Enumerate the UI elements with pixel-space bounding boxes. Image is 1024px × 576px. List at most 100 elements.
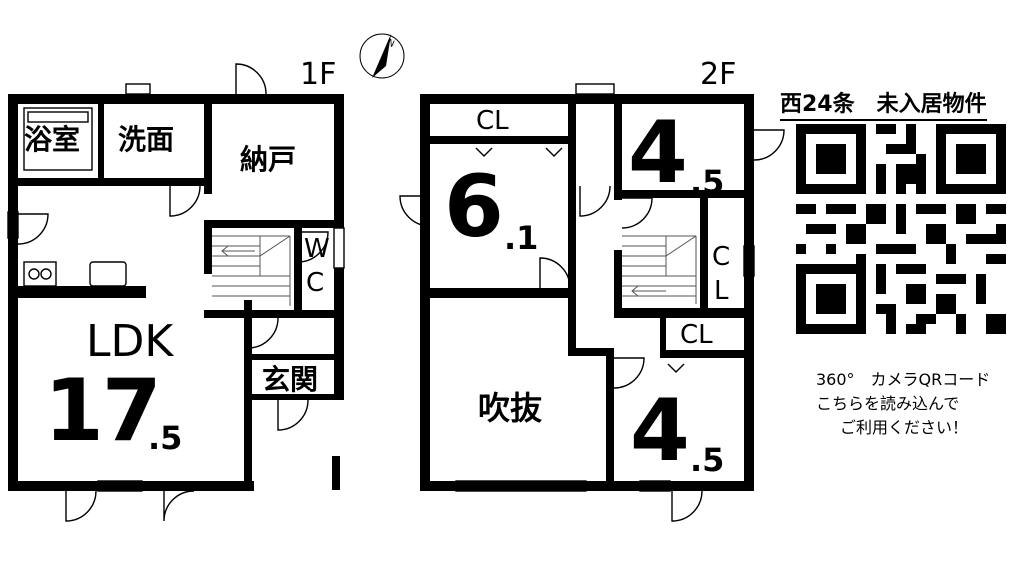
window-1f-left <box>7 211 19 239</box>
qr-data-modules <box>796 124 1006 334</box>
wall-2f-bottom <box>420 481 754 491</box>
ldk-size-integer: 17 <box>44 361 162 461</box>
wall-1f-storage-bottom <box>204 220 340 228</box>
bathtub-rim <box>27 111 89 123</box>
wall-1f-stair-left <box>204 228 212 274</box>
bedroom1-size-integer: 6 <box>444 157 504 257</box>
wall-2f-bedroom2-left <box>614 104 622 200</box>
door-1f-storage <box>235 63 267 95</box>
wall-2f-bedroom1-bottom <box>430 288 576 298</box>
wall-1f-right-lower <box>334 268 344 394</box>
door-1f-terrace-right <box>163 490 195 522</box>
wall-2f-closet-bottom <box>430 136 570 144</box>
wall-1f-right-upper <box>334 94 344 228</box>
wall-2f-closet-lower-left <box>660 318 666 358</box>
window-2f-top <box>575 83 615 95</box>
door-2f-bedroom2-balcony <box>753 129 785 161</box>
window-2f-bottom-right <box>639 480 671 492</box>
wall-2f-closet-side-left <box>700 198 708 310</box>
north-arrow-icon <box>359 33 405 79</box>
qr-finder-bottom-left <box>796 264 866 334</box>
room-label-washroom: 洗面 <box>118 123 175 156</box>
door-1f-wash <box>169 185 201 217</box>
room-label-ldk: LDK <box>86 316 174 367</box>
first-floor-stairs <box>212 235 291 306</box>
window-1f-bottom <box>97 480 143 492</box>
stove-burner-left <box>28 268 40 280</box>
door-2f-bedroom3 <box>613 357 645 389</box>
closet-hanger-mark <box>667 363 685 373</box>
listing-title: 西24条 未入居物件 <box>780 86 987 121</box>
qr-instruction-line-3: ご利用ください！ <box>840 418 969 437</box>
floor-label-1f: 1F <box>300 57 337 92</box>
wall-2f-hall-step <box>568 348 612 356</box>
wall-1f-left <box>8 94 18 491</box>
second-floor-fixtures <box>399 83 785 522</box>
ldk-size-decimal: .5 <box>148 419 183 457</box>
wall-2f-left <box>420 94 430 491</box>
wall-1f-wc-left <box>294 228 302 318</box>
qr-instruction-line-2: こちらを読み込んで <box>816 394 960 413</box>
room-label-closet-lower: CL <box>680 320 713 350</box>
qr-finder-top-left <box>796 124 866 194</box>
door-2f-bedroom2 <box>621 197 653 229</box>
door-1f-front <box>277 399 309 431</box>
wall-2f-top <box>420 94 754 104</box>
qr-instruction-line-1: 360° カメラQRコード <box>816 370 991 389</box>
wall-1f-bath-wash <box>98 104 104 182</box>
door-1f-terrace-left <box>65 490 97 522</box>
door-2f-bedroom3-balcony <box>671 490 703 522</box>
wall-2f-atrium-right <box>606 348 614 484</box>
sink <box>89 261 127 287</box>
bedroom3-size-integer: 4 <box>630 381 690 481</box>
window-2f-bottom <box>455 480 587 492</box>
room-label-wc-bottom: C <box>306 268 325 298</box>
closet-hanger-mark <box>545 147 563 157</box>
room-label-closet-side-top: C <box>712 242 731 272</box>
bedroom1-size-decimal: .1 <box>504 219 539 257</box>
room-label-wc-top: W <box>304 234 330 264</box>
wall-2f-bedroom2-bottom <box>614 190 744 198</box>
wall-1f-storage-left <box>204 104 212 194</box>
door-1f-wc <box>297 231 329 263</box>
qr-finder-top-right <box>936 124 1006 194</box>
wall-1f-entrance-left <box>244 300 252 490</box>
window-1f-top <box>125 83 151 95</box>
door-1f-side <box>17 213 49 245</box>
room-label-closet-top: CL <box>476 106 509 136</box>
wall-1f-entrance-top <box>252 354 336 360</box>
wall-1f-bottom <box>8 481 254 491</box>
bedroom2-size-integer: 4 <box>628 103 688 203</box>
floor-label-2f: 2F <box>700 57 737 92</box>
wall-2f-stair-bottom <box>614 308 744 318</box>
window-1f-right <box>333 227 345 269</box>
door-2f-balcony <box>399 195 431 227</box>
room-label-entrance: 玄関 <box>262 363 319 396</box>
door-2f-hall <box>579 185 611 217</box>
room-label-atrium: 吹抜 <box>478 389 543 427</box>
bathtub <box>23 107 93 171</box>
second-floor-plan <box>420 94 754 491</box>
bedroom3-size-decimal: .5 <box>690 441 725 479</box>
wall-2f-right <box>744 94 754 491</box>
door-1f-entrance <box>247 317 279 349</box>
kitchen-counter <box>18 286 146 298</box>
wall-2f-bedroom1-right <box>568 104 576 304</box>
qr-code[interactable] <box>796 124 1006 334</box>
wall-1f-bath-bottom <box>14 178 204 186</box>
wall-1f-top <box>8 94 344 104</box>
room-label-closet-side-bottom: L <box>714 276 729 306</box>
door-2f-bedroom1 <box>539 257 571 289</box>
wall-1f-porch <box>244 394 344 400</box>
bedroom2-size-decimal: .5 <box>690 163 725 201</box>
wall-1f-porch-post <box>332 456 340 490</box>
second-floor-stairs <box>622 235 697 304</box>
stove <box>23 261 57 287</box>
wall-2f-stair-left <box>614 250 622 312</box>
wall-2f-closet-lower-bottom <box>660 350 744 358</box>
window-2f-right <box>743 245 755 277</box>
wall-2f-atrium-right-upper <box>568 288 576 354</box>
first-floor-plan <box>8 94 344 491</box>
